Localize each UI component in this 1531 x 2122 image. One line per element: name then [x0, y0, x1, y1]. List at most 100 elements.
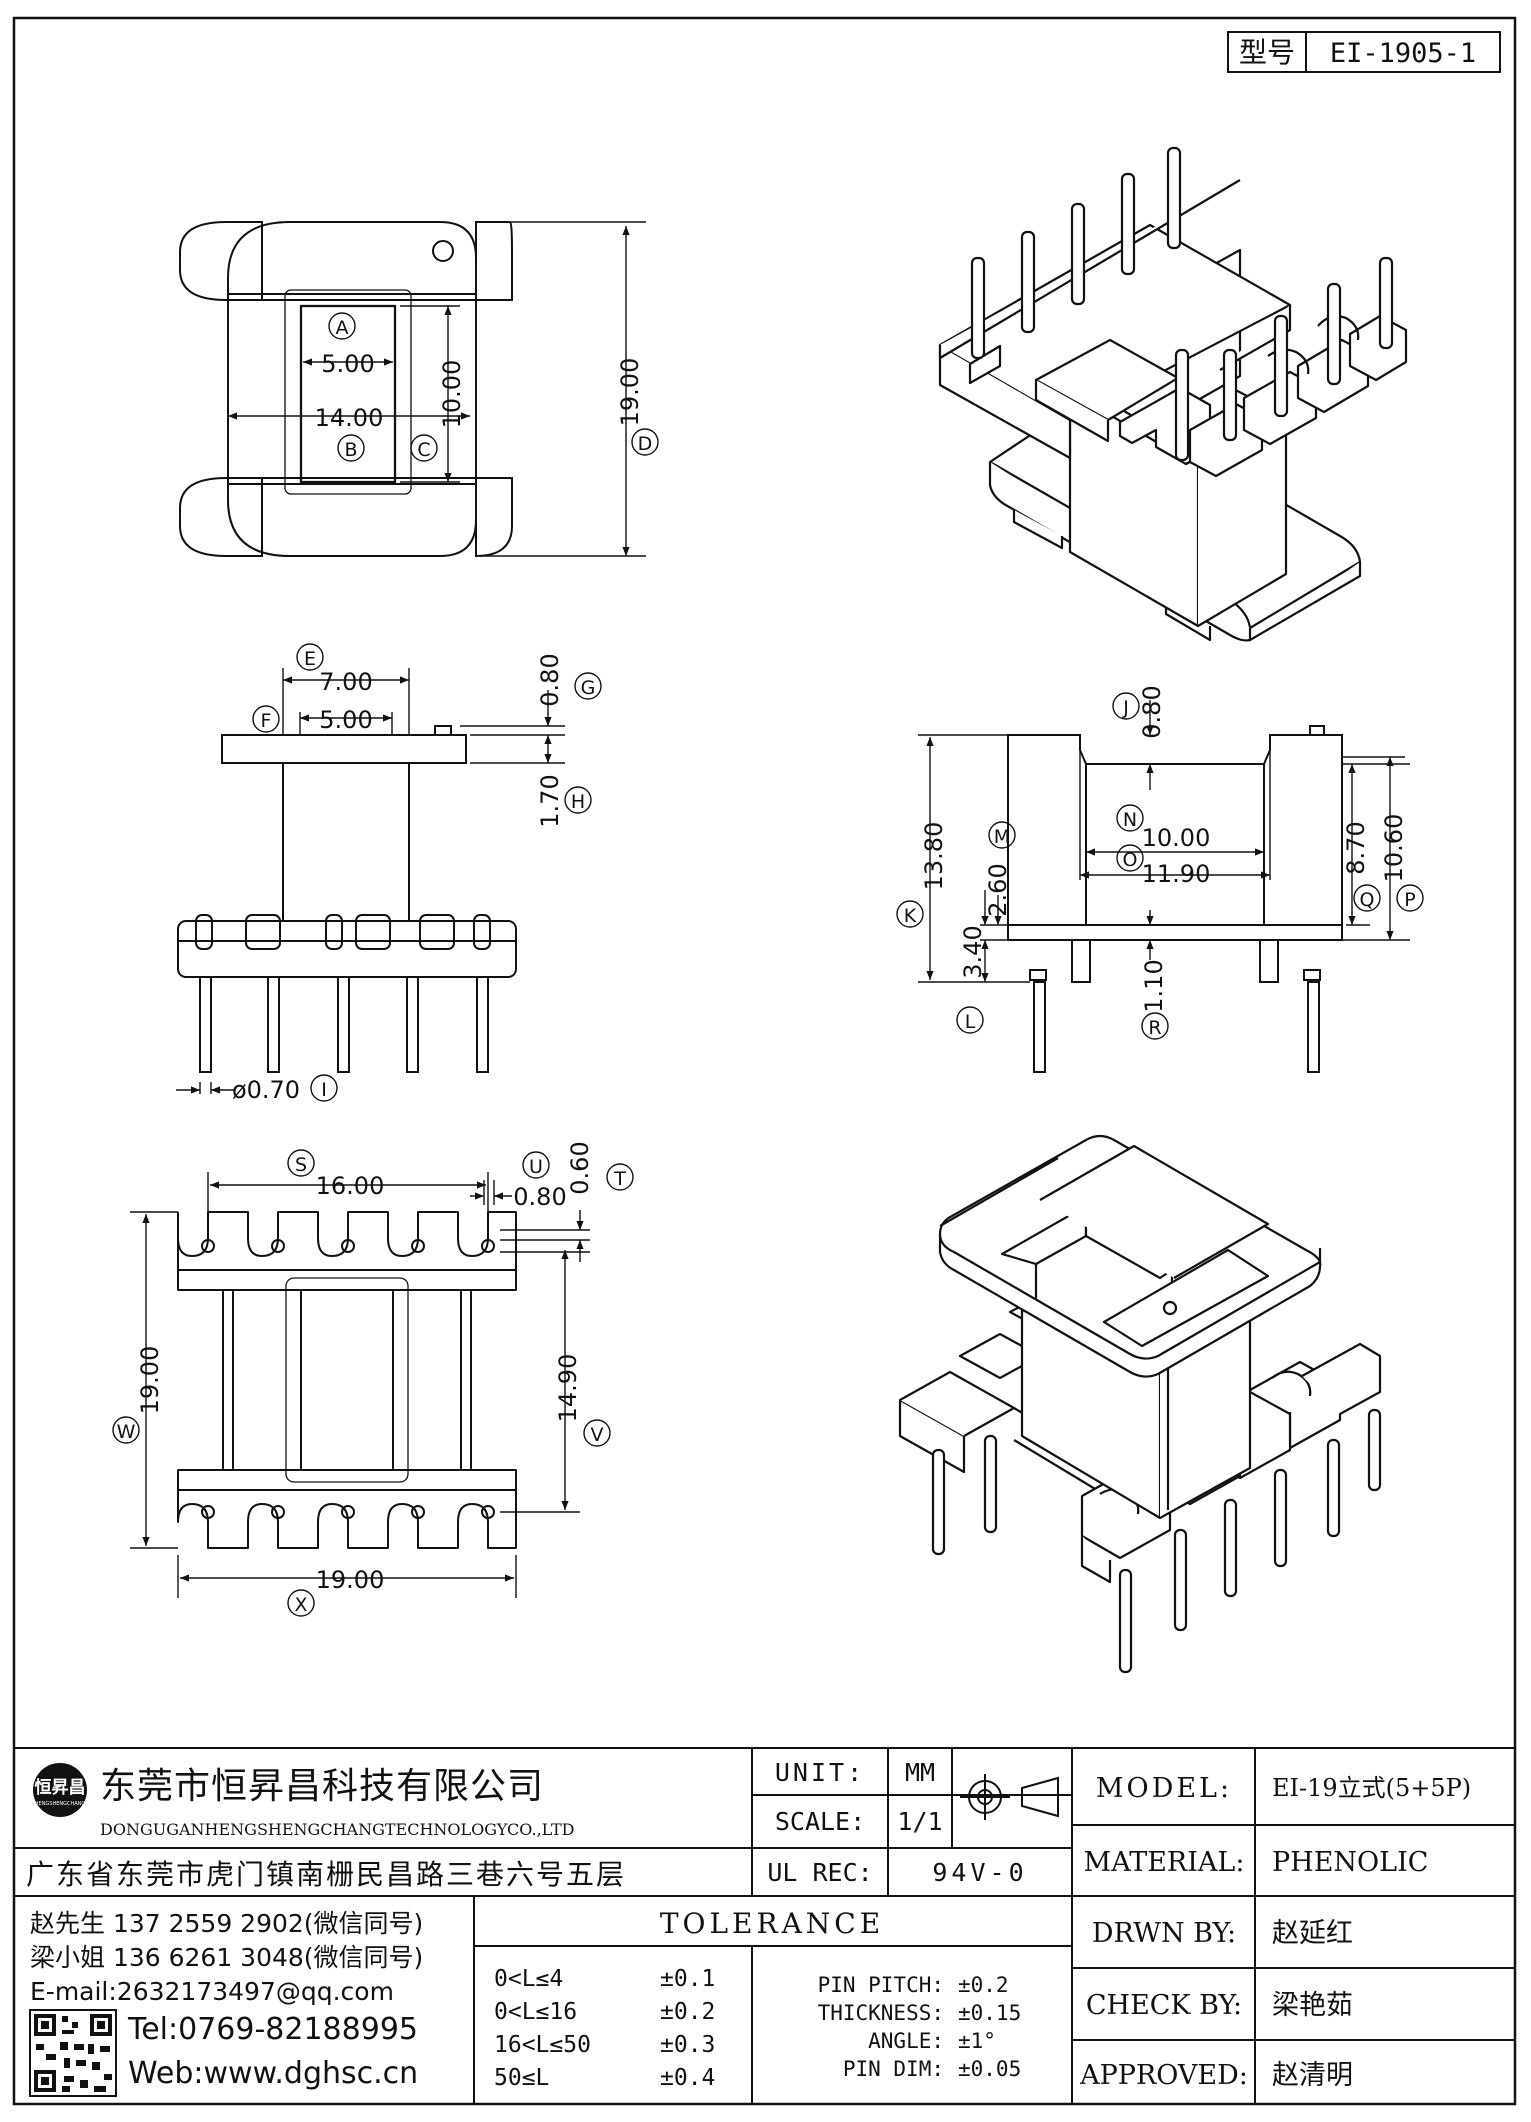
top-view-left-tab-upper	[179, 221, 263, 301]
material-value: PHENOLIC	[1272, 1847, 1428, 1878]
unit-label: UNIT:	[775, 1758, 865, 1787]
tag-b: B	[344, 439, 357, 461]
dim-c-value: 10.00	[438, 360, 466, 429]
dim-v-value: 14.90	[554, 1354, 582, 1423]
front-view-top-flange	[221, 734, 467, 764]
model-value: EI-19立式(5+5P)	[1272, 1774, 1471, 1802]
iso-view-lower-pins	[931, 1408, 1382, 1674]
iso-view-upper-pins	[970, 146, 1394, 462]
front-view-winding-window	[282, 762, 410, 922]
tol-range-1: 0<L≤4	[494, 1966, 563, 1992]
unit-value: MM	[905, 1758, 935, 1787]
bottom-view-lower-flange	[177, 1469, 517, 1549]
model-info: MODEL: EI-19立式(5+5P) MATERIAL: PHENOLIC …	[1079, 1773, 1471, 2091]
check-by-label: CHECK BY:	[1086, 1990, 1242, 2021]
tag-d: D	[638, 433, 653, 455]
side-view	[1007, 725, 1343, 1073]
ulrec-value: 94V-0	[932, 1858, 1027, 1887]
iso-view-lower	[898, 1134, 1382, 1584]
dim-x-value: 19.00	[316, 1566, 385, 1594]
tag-r: R	[1148, 1017, 1161, 1039]
title-block	[14, 1747, 1515, 2104]
tag-j: J	[1122, 697, 1129, 719]
dim-w-value: 19.00	[136, 1346, 164, 1415]
tol-pin-pitch-label: PIN PITCH:	[818, 1973, 944, 1997]
top-view-core-window	[299, 304, 397, 484]
tol-pin-pitch-value: ±0.2	[958, 1973, 1009, 1997]
dim-t-value: 0.60	[566, 1141, 594, 1194]
side-view-base	[1007, 924, 1343, 941]
company-logo: 恒昇昌 HENGSHENGCHANG	[33, 1763, 87, 1817]
tag-f: F	[261, 710, 272, 732]
tag-a: A	[336, 317, 349, 339]
tag-s: S	[295, 1154, 307, 1176]
dim-e-value: 7.00	[319, 668, 372, 696]
tag-x: X	[294, 1594, 307, 1616]
tag-c: C	[417, 439, 430, 461]
top-view-right-tab-upper	[475, 221, 513, 301]
ulrec-label: UL REC:	[767, 1858, 872, 1887]
tag-t: T	[613, 1168, 626, 1190]
dim-p-value: 10.60	[1380, 814, 1408, 883]
dim-i-value: ø0.70	[232, 1076, 300, 1104]
tol-thickness-label: THICKNESS:	[818, 2001, 944, 2025]
tolerance-title: TOLERANCE	[660, 1907, 884, 1940]
drawn-by-label: DRWN BY:	[1092, 1918, 1236, 1949]
bottom-view-dimensions	[112, 1149, 634, 1617]
tag-q: Q	[1360, 889, 1375, 911]
dim-s-value: 16.00	[316, 1172, 385, 1200]
front-view	[177, 725, 517, 1073]
tol-range-2: 0<L≤16	[494, 1999, 577, 2025]
dim-r-value: 1.10	[1140, 959, 1168, 1012]
dim-q-value: 8.70	[1342, 821, 1370, 874]
top-view-core-outline	[284, 289, 412, 495]
front-view-labels: E F G H I 7.00 5.00 0.80 1.70 ø0.70	[232, 648, 595, 1104]
model-number-box: 型号 EI-1905-1	[1227, 31, 1501, 73]
tag-k: K	[904, 905, 917, 927]
tag-v: V	[591, 1424, 604, 1446]
dim-o-value: 11.90	[1142, 860, 1211, 888]
logo-text: 恒昇昌	[35, 1777, 86, 1798]
dim-d-value: 19.00	[616, 358, 644, 427]
dim-h-value: 1.70	[536, 774, 564, 827]
tol-angle-label: ANGLE:	[868, 2029, 944, 2053]
top-view-dimensions	[228, 221, 659, 557]
model-number-value: EI-1905-1	[1330, 38, 1476, 69]
tol-pin-dim-label: PIN DIM:	[843, 2057, 944, 2081]
material-label: MATERIAL:	[1084, 1847, 1245, 1878]
top-view-flange	[227, 221, 477, 557]
tol-pin-dim-value: ±0.05	[958, 2057, 1021, 2081]
projection-symbol	[960, 1774, 1059, 1820]
check-by-value: 梁艳茹	[1272, 1990, 1353, 2021]
tag-p: P	[1404, 889, 1415, 911]
tag-l: L	[965, 1011, 976, 1033]
company-name-en: DONGUGANHENGSHENGCHANGTECHNOLOGYCO.,LTD	[100, 1820, 574, 1839]
tag-w: W	[117, 1421, 136, 1443]
tol-range-3: 16<L≤50	[494, 2032, 591, 2058]
tag-g: G	[581, 677, 596, 699]
approved-value: 赵清明	[1272, 2060, 1353, 2091]
tag-o: O	[1123, 849, 1138, 871]
dim-m-value: 2.60	[984, 863, 1012, 916]
approved-label: APPROVED:	[1079, 2060, 1248, 2091]
contact-liang: 梁小姐 136 6261 3048(微信同号)	[30, 1943, 423, 1972]
dim-j-value: 0.80	[1138, 685, 1166, 738]
front-view-base	[177, 920, 517, 978]
company-address: 广东省东莞市虎门镇南栅民昌路三巷六号五层	[26, 1858, 626, 1891]
top-view-right-tab-lower	[475, 477, 513, 558]
qr-code	[29, 2009, 117, 2097]
front-view-dimensions	[176, 643, 602, 1102]
iso-view-upper	[938, 179, 1408, 642]
tag-h: H	[571, 791, 585, 813]
side-view-dimensions	[896, 692, 1424, 1040]
top-view	[179, 221, 513, 558]
dim-u-value: 0.80	[513, 1183, 566, 1211]
tol-thickness-value: ±0.15	[958, 2001, 1021, 2025]
sheet-border	[12, 16, 1517, 2106]
bottom-view-labels: S U T V W X 16.00 0.80 0.60 14.90 19.00 …	[117, 1141, 627, 1616]
contact-web: Web:www.dghsc.cn	[128, 2056, 418, 2091]
top-view-left-tab-lower	[179, 477, 263, 557]
tag-e: E	[304, 648, 316, 670]
dim-a-value: 5.00	[321, 350, 374, 378]
